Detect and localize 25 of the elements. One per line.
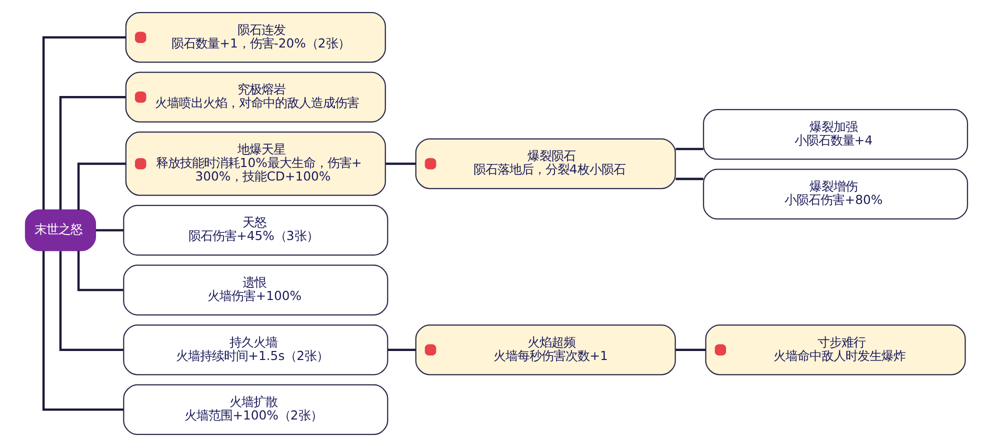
connector: [77, 162, 126, 210]
node-box: 爆裂陨石 陨石落地后，分裂4枚小陨石: [415, 138, 676, 190]
connector: [59, 251, 124, 351]
connector: [676, 348, 706, 351]
node-box: 寸步难行 火墙命中敌人时发生爆炸: [705, 324, 966, 376]
connector: [386, 162, 416, 165]
node-box: 火墙扩散 火墙范围+100%（2张）: [123, 384, 388, 436]
connector: [42, 36, 126, 210]
connector: [676, 148, 704, 150]
connector: [388, 348, 416, 351]
node-box: 地爆天星 释放技能时消耗10%最大生命，伤害+300%，技能CD+100%: [125, 132, 386, 196]
node-box: 陨石连发 陨石数量+1，伤害-20%（2张）: [125, 12, 386, 63]
connector: [96, 229, 124, 232]
node-box: 末世之怒: [24, 209, 96, 252]
connector: [676, 178, 704, 180]
connector: [59, 96, 126, 210]
node-box: 爆裂增伤 小陨石伤害+80%: [702, 168, 968, 220]
node-box: 究极熔岩 火墙喷出火焰，对命中的敌人造成伤害: [125, 72, 386, 123]
node-box: 天怒 陨石伤害+45%（3张）: [123, 204, 388, 256]
connector: [42, 250, 124, 411]
connector: [77, 250, 124, 292]
node-box: 持久火墙 火墙持续时间+1.5s（2张）: [123, 324, 388, 376]
node-box: 火焰超频 火墙每秒伤害次数+1: [415, 324, 676, 376]
node-box: 遗恨 火墙伤害+100%: [123, 264, 388, 316]
node-box: 爆裂加强 小陨石数量+4: [702, 109, 968, 160]
